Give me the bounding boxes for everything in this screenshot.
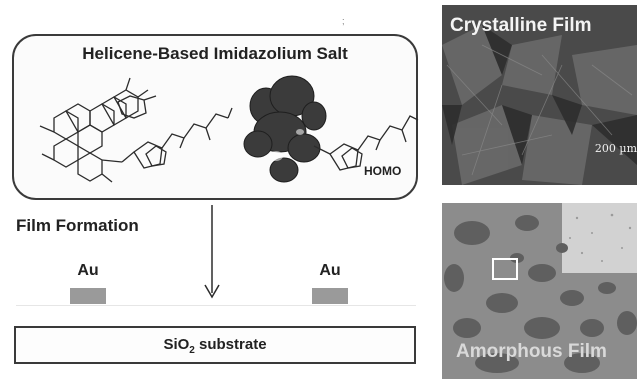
gold-electrode-left: Au bbox=[58, 262, 118, 304]
film-formation-label: Film Formation bbox=[16, 216, 139, 235]
stray-mark: ; bbox=[342, 16, 345, 26]
down-arrow-icon bbox=[204, 205, 220, 299]
electrode-left-pad bbox=[70, 288, 106, 304]
gold-electrode-right: Au bbox=[300, 262, 360, 304]
electrode-right-pad bbox=[312, 288, 348, 304]
electrode-left-label: Au bbox=[77, 262, 99, 279]
inset-region-marker bbox=[492, 258, 518, 280]
crystalline-film-micrograph: Crystalline Film 200 µm bbox=[442, 5, 637, 185]
crystalline-film-title: Crystalline Film bbox=[450, 15, 592, 36]
molecule-box: Helicene-Based Imidazolium Salt bbox=[12, 34, 419, 200]
substrate-box: SiO2 substrate bbox=[14, 326, 416, 364]
homo-orbital-model bbox=[243, 75, 419, 183]
scale-bar-label: 200 µm bbox=[594, 142, 637, 155]
electrode-right-label: Au bbox=[319, 262, 341, 279]
substrate-label-suffix: substrate bbox=[194, 336, 267, 353]
molecule-structure-drawing bbox=[39, 75, 419, 183]
substrate-label-prefix: SiO bbox=[163, 336, 190, 353]
helicene-skeleton bbox=[39, 77, 233, 183]
molecule-title: Helicene-Based Imidazolium Salt bbox=[82, 44, 348, 63]
amorphous-film-micrograph: Amorphous Film bbox=[442, 203, 637, 379]
substrate-surface-line bbox=[16, 305, 416, 306]
homo-label: HOMO bbox=[364, 164, 402, 178]
crystalline-texture bbox=[442, 5, 637, 185]
amorphous-texture bbox=[442, 203, 637, 379]
amorphous-film-title: Amorphous Film bbox=[456, 341, 607, 362]
substrate-label-subscript: 2 bbox=[189, 345, 195, 356]
